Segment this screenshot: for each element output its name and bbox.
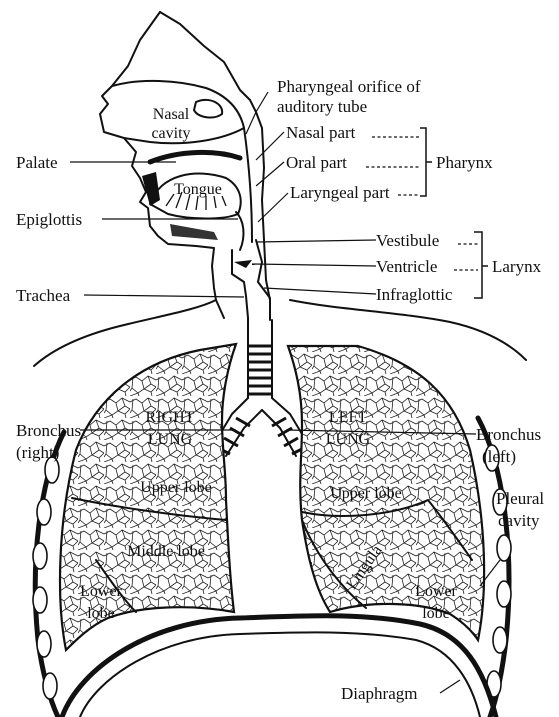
- larynx-back: [256, 240, 270, 320]
- leader-diaphragm: [440, 680, 460, 693]
- label-trachea: Trachea: [16, 286, 71, 305]
- label-pharyngeal-orifice-2: auditory tube: [277, 97, 367, 116]
- label-upper-lobe-right: Upper lobe: [140, 479, 212, 496]
- label-pharyngeal-orifice-1: Pharyngeal orifice of: [277, 77, 421, 96]
- label-pleural-cavity-1: Pleural: [496, 489, 544, 508]
- label-diaphragm: Diaphragm: [341, 684, 417, 703]
- trachea-group: [214, 318, 308, 456]
- label-left-lung-1: LEFT: [329, 409, 367, 426]
- head-profile: [100, 12, 270, 320]
- label-oral-part: Oral part: [286, 153, 347, 172]
- leader-nasal-part: [256, 132, 284, 160]
- label-epiglottis: Epiglottis: [16, 210, 82, 229]
- label-middle-lobe: Middle lobe: [127, 543, 205, 560]
- label-nasal-cavity-2: cavity: [151, 125, 190, 142]
- pharynx-back-wall: [244, 128, 252, 242]
- epiglottis-shape: [236, 212, 243, 250]
- label-bronchus-right-1: Bronchus: [16, 421, 81, 440]
- leader-vestibule: [256, 240, 376, 242]
- label-laryngeal-part: Laryngeal part: [290, 183, 390, 202]
- label-pharynx: Pharynx: [436, 153, 493, 172]
- turbinate: [194, 100, 222, 118]
- trachea-rings: [249, 346, 271, 394]
- label-nasal-part: Nasal part: [286, 123, 356, 142]
- label-infraglottic: Infraglottic: [376, 285, 453, 304]
- label-bronchus-left-1: Bronchus: [476, 425, 541, 444]
- bronchus-left-rings: [272, 418, 304, 454]
- larynx-front: [232, 250, 248, 318]
- label-tongue: Tongue: [174, 181, 222, 198]
- palate-shape: [150, 152, 240, 162]
- leader-ventricle: [252, 264, 376, 266]
- label-vestibule: Vestibule: [376, 231, 439, 250]
- larynx-bracket: [454, 232, 488, 298]
- label-larynx: Larynx: [492, 257, 542, 276]
- label-left-lung-2: LUNG: [326, 431, 371, 448]
- diaphragm-inner: [80, 632, 480, 717]
- label-lower-lobe-right-2: lobe: [87, 605, 115, 622]
- leader-trachea: [84, 295, 244, 297]
- leader-infraglottic: [264, 288, 376, 294]
- label-nasal-cavity-1: Nasal: [153, 106, 190, 123]
- label-pleural-cavity-2: cavity: [498, 511, 540, 530]
- leader-oral-part: [256, 162, 284, 186]
- mandible-shadow: [170, 224, 218, 240]
- label-right-lung-2: LUNG: [148, 431, 193, 448]
- vocal-fold: [234, 260, 252, 268]
- label-upper-lobe-left: Upper lobe: [330, 485, 402, 502]
- label-lower-lobe-right-1: Lower: [80, 583, 122, 600]
- label-lower-lobe-left-2: lobe: [422, 605, 450, 622]
- face-outline: [100, 12, 224, 318]
- label-palate: Palate: [16, 153, 58, 172]
- label-bronchus-right-2: (right): [16, 443, 59, 462]
- label-ventricle: Ventricle: [376, 257, 437, 276]
- label-right-lung-1: RIGHT: [146, 409, 195, 426]
- label-bronchus-left-2: (left): [482, 447, 516, 466]
- label-lower-lobe-left-1: Lower: [415, 583, 457, 600]
